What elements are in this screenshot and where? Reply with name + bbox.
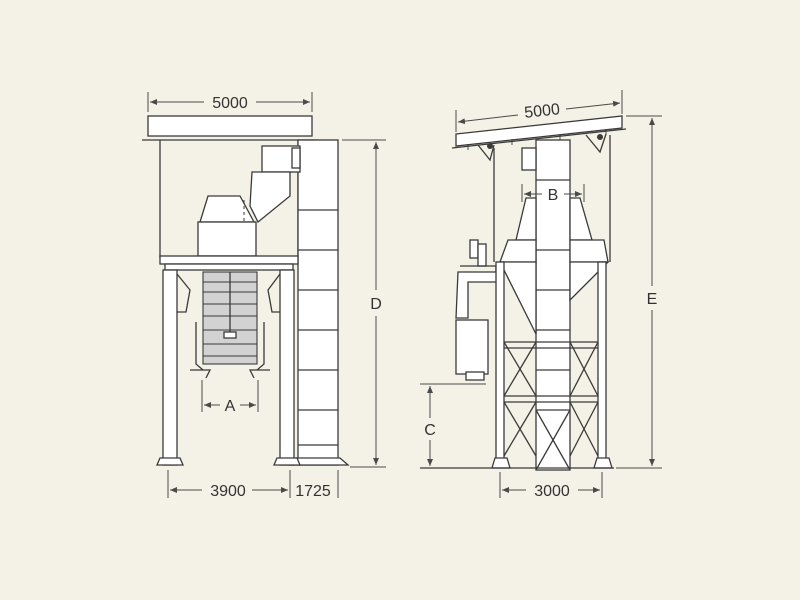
front-label-d: D	[370, 296, 382, 313]
side-label-b: B	[548, 187, 559, 204]
side-frame	[420, 261, 614, 469]
front-dim-base: 3900 1725	[167, 470, 339, 500]
side-dim-c: C	[420, 383, 486, 466]
front-dim-width: 5000	[147, 92, 313, 112]
side-label-c: C	[424, 422, 436, 439]
side-dim-e: E	[616, 115, 662, 469]
side-roof	[451, 115, 627, 162]
side-motor-unit	[455, 239, 501, 381]
front-width-label: 5000	[212, 95, 248, 112]
side-elevator-column	[521, 139, 571, 471]
front-base-right-label: 1725	[295, 483, 331, 500]
front-roof	[147, 115, 313, 137]
side-base-label: 3000	[534, 483, 570, 500]
front-view: 5000 A D 3900 1725	[142, 92, 386, 500]
front-elevator-column	[249, 139, 350, 466]
side-dim-b: B	[521, 184, 585, 204]
side-label-e: E	[647, 291, 658, 308]
side-width-label: 5000	[524, 101, 561, 122]
side-dim-width: 5000	[455, 90, 623, 132]
front-frame-legs	[156, 269, 301, 466]
front-hopper	[197, 195, 257, 257]
front-dim-a: A	[201, 380, 259, 415]
front-bag	[190, 271, 270, 379]
front-dim-d: D	[342, 139, 386, 468]
front-label-a: A	[225, 398, 236, 415]
side-dim-base: 3000	[499, 472, 603, 500]
side-view: 5000 B C E	[420, 90, 662, 500]
front-base-left-label: 3900	[210, 483, 246, 500]
